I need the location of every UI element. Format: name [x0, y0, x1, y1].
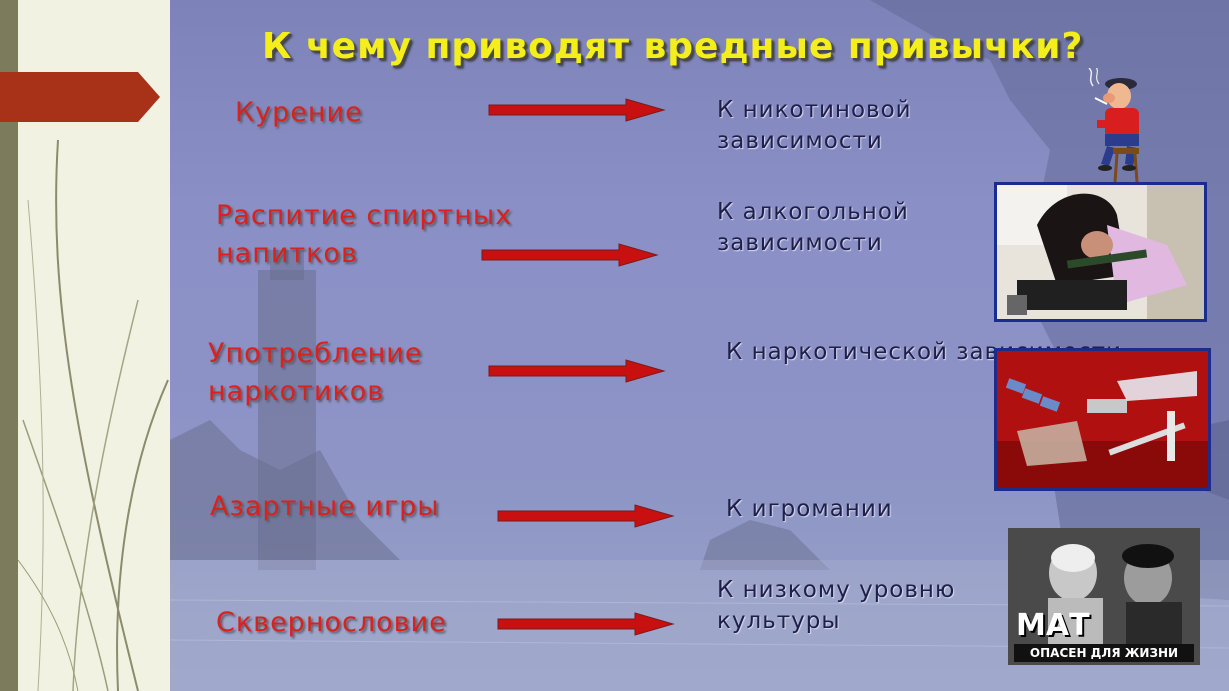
- arrow-right: [488, 359, 666, 383]
- slide-title: К чему приводят вредные привычки?: [262, 26, 1084, 67]
- grass-decoration: [18, 139, 169, 691]
- habit-line: Курение: [235, 97, 363, 128]
- arrow-right: [497, 612, 675, 636]
- result-line: зависимости: [717, 230, 883, 256]
- result-line: культуры: [717, 608, 841, 634]
- habit-line: Сквернословие: [216, 607, 447, 638]
- slide: К чему приводят вредные привычки? Курени…: [170, 0, 1229, 691]
- arrow-right: [481, 243, 659, 267]
- arrow-right: [488, 98, 666, 122]
- mat-poster-illustration: [1008, 528, 1200, 665]
- habit-line: Распитие спиртных: [216, 200, 513, 231]
- habit-line: Употребление: [208, 338, 423, 369]
- habit-line: Азартные игры: [210, 491, 440, 522]
- result-line: К никотиновой: [717, 97, 912, 123]
- habit-line: наркотиков: [208, 376, 385, 407]
- result-line: зависимости: [717, 128, 883, 154]
- result-culture: К низкому уровню культуры: [717, 575, 955, 637]
- slide-marker-tab: [0, 72, 160, 122]
- habit-smoking: Курение: [235, 94, 363, 132]
- result-line: К алкогольной: [717, 199, 909, 225]
- habit-drinking: Распитие спиртных напитков: [216, 197, 512, 273]
- left-edge-strip: [0, 0, 18, 691]
- habit-swearing: Сквернословие: [216, 604, 447, 642]
- result-alcohol: К алкогольной зависимости: [717, 197, 909, 259]
- habit-line: напитков: [216, 238, 358, 269]
- drugs-photo: [994, 348, 1211, 491]
- habit-gambling: Азартные игры: [210, 488, 440, 526]
- mat-poster-image: МАТ ОПАСЕН ДЛЯ ЖИЗНИ: [1008, 528, 1200, 665]
- smoker-cartoon-image: [1088, 68, 1139, 183]
- arrow-right: [497, 504, 675, 528]
- result-line: К низкому уровню: [717, 577, 956, 603]
- poster-title: МАТ: [1016, 608, 1090, 643]
- drugs-photo-illustration: [997, 351, 1208, 488]
- alcohol-photo-illustration: [997, 185, 1204, 319]
- alcohol-photo: [994, 182, 1207, 322]
- habit-drugs: Употребление наркотиков: [208, 335, 422, 411]
- result-nicotine: К никотиновой зависимости: [717, 95, 912, 157]
- poster-subtitle: ОПАСЕН ДЛЯ ЖИЗНИ: [1014, 644, 1194, 662]
- result-line: К игромании: [726, 496, 893, 522]
- result-gambling: К игромании: [726, 494, 893, 525]
